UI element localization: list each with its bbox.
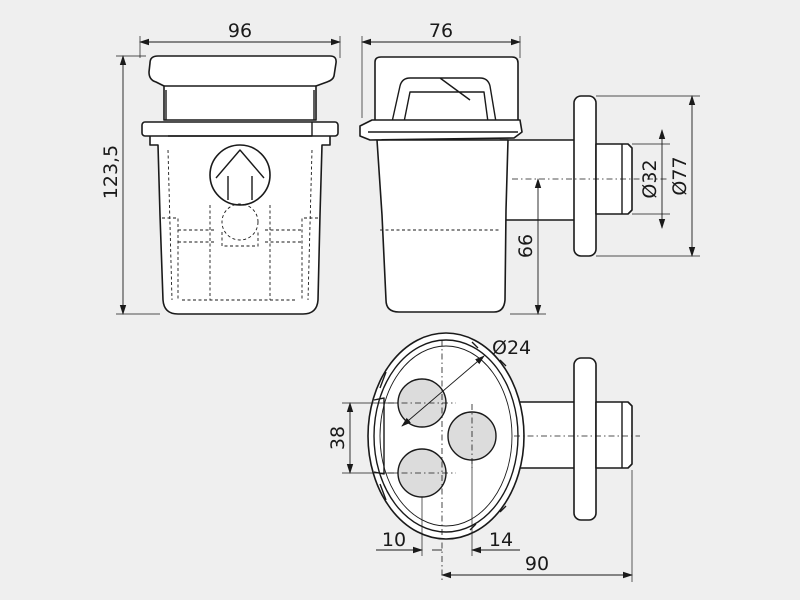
side-rim [359, 119, 523, 141]
front-outlet-arrow-shape [215, 149, 265, 200]
dim-offset-right: 14 [489, 529, 513, 551]
front-view: 96 123,5 [100, 20, 341, 315]
dim-dia-flange: Ø77 [669, 156, 691, 195]
dim-offset-left: 10 [382, 529, 406, 551]
front-body-outline [149, 132, 331, 315]
front-lid-inner [164, 85, 316, 120]
side-view: 76 66 Ø32 Ø77 [359, 20, 700, 315]
dim-length-top: 90 [525, 553, 549, 575]
dim-dia-inner: Ø32 [639, 159, 661, 198]
dim-height-outlet: 66 [515, 234, 537, 258]
side-flange [573, 95, 597, 257]
front-outlet-circle [209, 144, 271, 206]
front-rim [141, 121, 339, 137]
dim-width-side: 76 [429, 20, 453, 42]
top-outer-oval [367, 332, 525, 540]
side-lid-handle [391, 77, 497, 123]
front-hidden-circle [221, 203, 259, 241]
dim-height-total: 123,5 [100, 145, 122, 199]
front-hidden-lines [162, 205, 318, 301]
dim-dia-holes: Ø24 [492, 337, 531, 359]
top-spigot [595, 401, 633, 469]
side-spigot [595, 143, 633, 215]
top-clips-right [469, 341, 507, 531]
front-rim-lip [168, 122, 313, 137]
front-lid [148, 55, 337, 121]
top-view: Ø24 38 10 14 90 [327, 332, 640, 582]
dim-hole-spacing: 38 [327, 426, 349, 450]
dim-width-front: 96 [228, 20, 252, 42]
side-lid [374, 56, 519, 123]
side-cup-body [376, 139, 509, 313]
top-flange [573, 357, 597, 521]
